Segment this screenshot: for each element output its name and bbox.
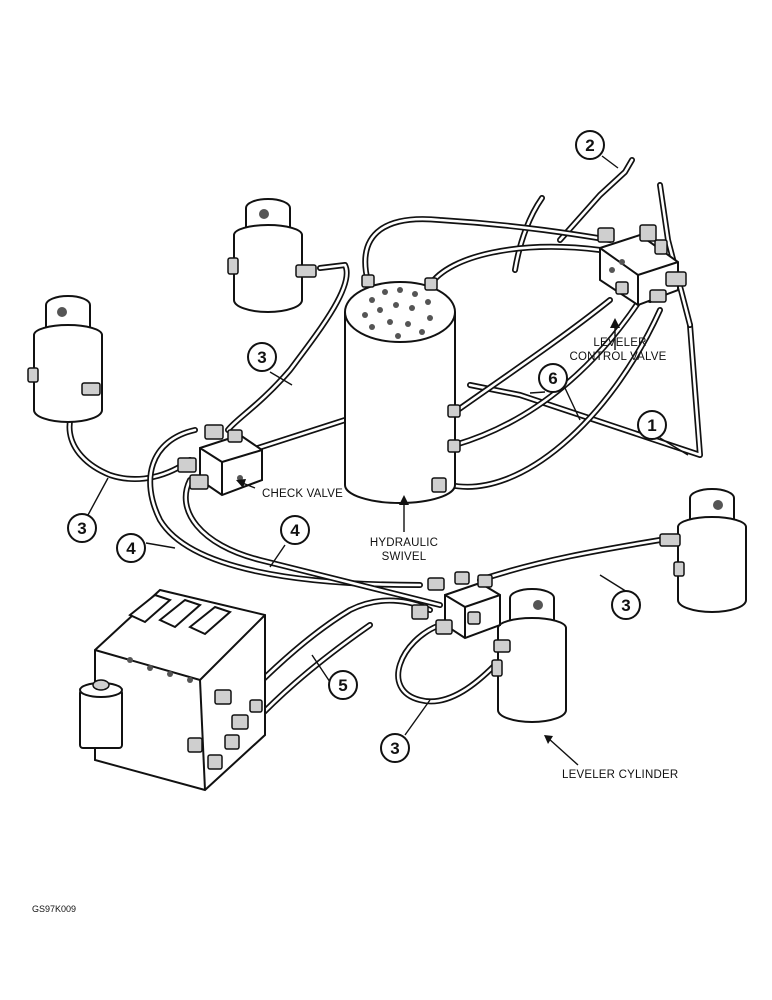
leveler-cylinder-right [659, 488, 747, 613]
callout-6: 6 [538, 363, 568, 393]
check-valve-label: CHECK VALVE [262, 488, 343, 500]
hose-lines [66, 157, 703, 758]
hydraulic-swivel [344, 274, 461, 504]
callout-3-bottom: 3 [380, 733, 410, 763]
leveler-cylinder-label: LEVELER CYLINDER [562, 769, 678, 781]
leveler-cylinder-left [27, 295, 103, 423]
svg-text:3: 3 [390, 739, 399, 758]
callout-4-middle: 4 [280, 515, 310, 545]
check-valve-upper [177, 424, 263, 497]
leveler-cylinder-top [227, 198, 317, 313]
hydraulic-swivel-label-line2: SWIVEL [382, 551, 427, 563]
svg-text:2: 2 [585, 136, 594, 155]
svg-text:4: 4 [126, 539, 136, 558]
callout-5: 5 [328, 670, 358, 700]
svg-text:4: 4 [290, 521, 300, 540]
leveler-cylinder-bottom [491, 588, 567, 723]
svg-text:3: 3 [621, 596, 630, 615]
svg-text:1: 1 [647, 416, 656, 435]
svg-text:5: 5 [338, 676, 347, 695]
leveler-control-valve-label-line2: CONTROL VALVE [570, 351, 667, 363]
hydraulic-swivel-label-line1: HYDRAULIC [370, 537, 438, 549]
svg-text:3: 3 [77, 519, 86, 538]
callout-3-left: 3 [67, 513, 97, 543]
callout-1: 1 [637, 410, 667, 440]
leveler-control-valve [597, 224, 687, 307]
main-control-valve-bank [79, 588, 266, 792]
callout-2: 2 [575, 130, 605, 160]
leveler-control-valve-label-line1: LEVELER [593, 337, 646, 349]
callout-4-left: 4 [116, 533, 146, 563]
leader-lines [87, 155, 689, 766]
figure-code: GS97K009 [32, 904, 76, 914]
svg-text:6: 6 [548, 369, 557, 388]
callout-3-upper: 3 [247, 342, 277, 372]
check-valve-lower [411, 571, 501, 640]
svg-text:3: 3 [257, 348, 266, 367]
callout-3-right: 3 [611, 590, 641, 620]
